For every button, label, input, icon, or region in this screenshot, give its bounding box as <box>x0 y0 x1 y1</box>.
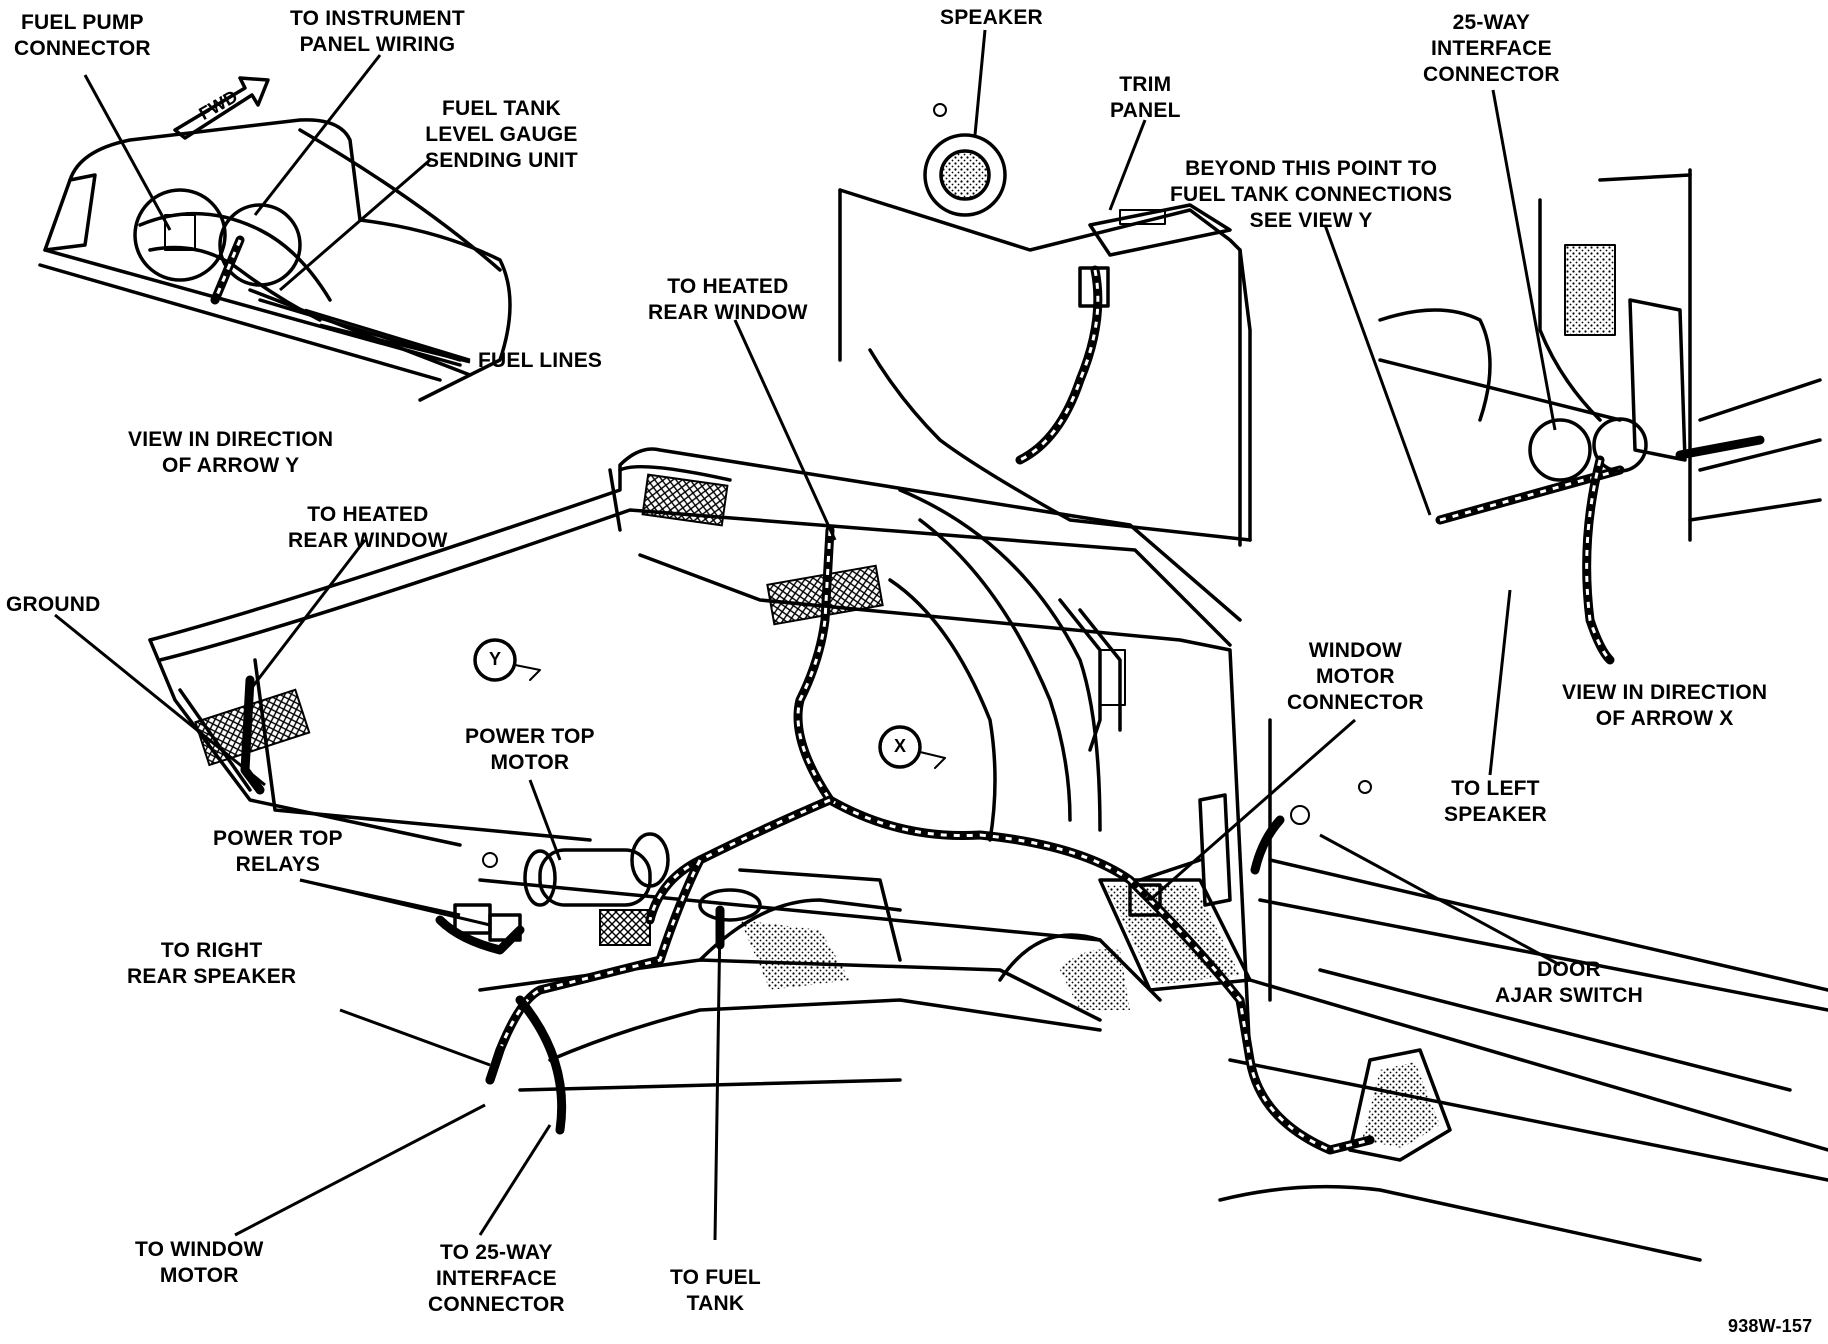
label-speaker: SPEAKER <box>940 6 1043 29</box>
label-fuel-pump-connector: FUEL PUMP CONNECTOR <box>14 11 151 60</box>
label-beyond-this-point: BEYOND THIS POINT TO FUEL TANK CONNECTIO… <box>1170 157 1453 232</box>
label-25-way-interface-connector: 25-WAY INTERFACE CONNECTOR <box>1423 11 1560 86</box>
label-to-heated-rear-window-top: TO HEATED REAR WINDOW <box>648 275 808 324</box>
label-fuel-tank-level-gauge: FUEL TANK LEVEL GAUGE SENDING UNIT <box>425 97 578 172</box>
label-view-arrow-y: VIEW IN DIRECTION OF ARROW Y <box>128 428 334 477</box>
label-to-instrument-panel-wiring: TO INSTRUMENT PANEL WIRING <box>290 7 465 56</box>
label-ground: GROUND <box>6 593 101 616</box>
figure-id: 938W-157 <box>1728 1316 1813 1336</box>
label-power-top-motor: POWER TOP MOTOR <box>465 725 595 774</box>
label-to-right-rear-speaker: TO RIGHT REAR SPEAKER <box>127 939 297 988</box>
label-view-arrow-x: VIEW IN DIRECTION OF ARROW X <box>1562 681 1768 730</box>
label-to-25-way-interface: TO 25-WAY INTERFACE CONNECTOR <box>428 1241 565 1316</box>
label-window-motor-connector: WINDOW MOTOR CONNECTOR <box>1287 639 1424 714</box>
label-to-fuel-tank: TO FUEL TANK <box>670 1266 761 1315</box>
arrow-x-tag: X <box>894 736 907 756</box>
label-door-ajar-switch: DOOR AJAR SWITCH <box>1495 958 1644 1007</box>
label-fuel-lines: FUEL LINES <box>478 349 603 372</box>
label-to-window-motor: TO WINDOW MOTOR <box>135 1238 264 1287</box>
wiring-harness <box>240 265 1375 1155</box>
vehicle-body <box>148 103 1828 1262</box>
label-to-heated-rear-window-left: TO HEATED REAR WINDOW <box>288 503 448 552</box>
arrow-y-tag: Y <box>489 649 502 669</box>
view-x-inset <box>1378 168 1822 665</box>
leader-lines <box>54 29 1561 1241</box>
label-to-left-speaker: TO LEFT SPEAKER <box>1444 777 1547 826</box>
view-y-inset <box>38 76 512 402</box>
label-power-top-relays: POWER TOP RELAYS <box>213 827 343 876</box>
label-trim-panel: TRIM PANEL <box>1110 73 1181 122</box>
